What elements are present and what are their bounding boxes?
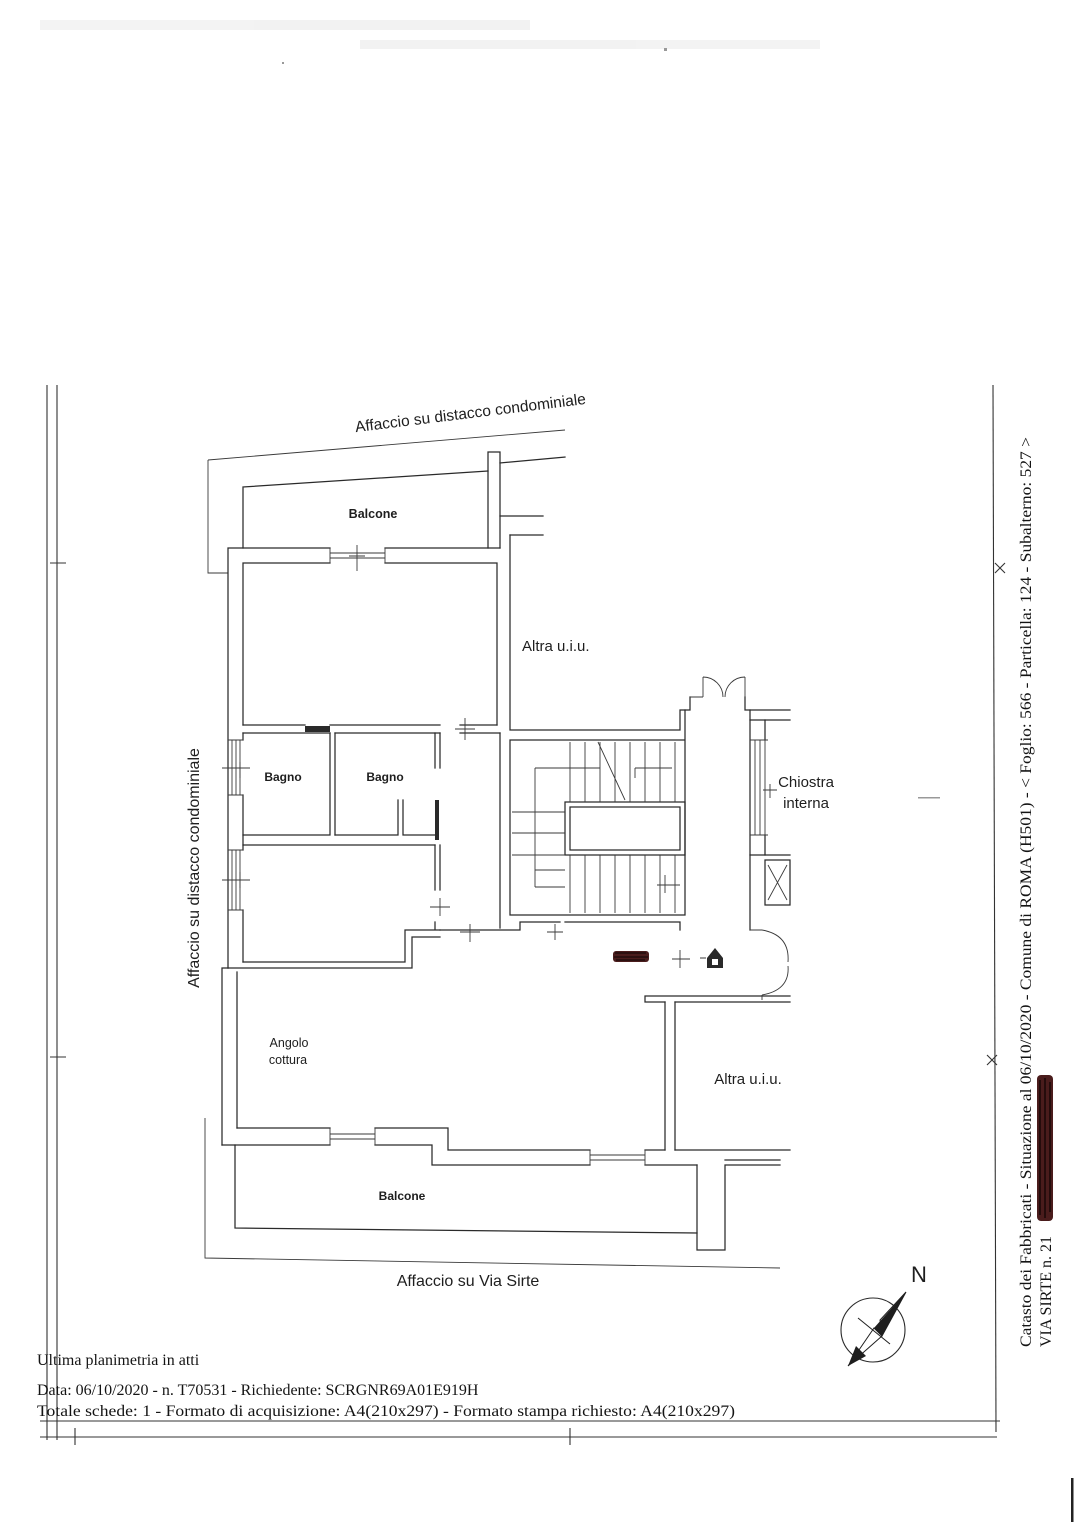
bedroom-2-walls [227, 844, 441, 969]
compass-tail [848, 1346, 866, 1366]
stairwell-outline [509, 709, 686, 916]
bedroom-bottom-wall [242, 724, 501, 734]
frame-cross-ticks [986, 562, 1006, 1066]
label-affaccio-left: Affaccio su distacco condominiale [186, 748, 203, 988]
label-angolo-1: Angolo [270, 1036, 309, 1050]
label-balcone-top: Balcone [349, 507, 398, 521]
bagno-2-door [435, 800, 439, 840]
bottom-column [696, 1159, 781, 1251]
corridor-bottom-wall [439, 921, 681, 931]
compass-needle-light [847, 1291, 907, 1367]
sheet-frame [40, 384, 1006, 1445]
stair-treads-lower [569, 855, 676, 913]
label-altra-uiu-upper: Altra u.i.u. [522, 638, 590, 655]
top-balcony-wall [242, 456, 566, 549]
label-bagno-1: Bagno [264, 770, 301, 784]
landing-bottom-wall [644, 995, 791, 1003]
label-balcone-bottom: Balcone [379, 1189, 426, 1203]
bedroom-window [329, 548, 386, 563]
bottom-boundary-line [204, 1118, 781, 1269]
landing-scribble-strokes [614, 952, 648, 961]
left-window-upper [228, 739, 243, 796]
wall-stubs [499, 515, 544, 536]
footer-line-3: Totale schede: 1 - Formato di acquisizio… [37, 1403, 735, 1420]
compass-needle-dark [874, 1292, 906, 1336]
scan-speck [918, 797, 940, 799]
stair-well-void [564, 801, 686, 856]
kitchen-bottom-wall [221, 1127, 698, 1166]
stair-direction-line [597, 741, 680, 886]
label-chiostra-2: interna [783, 795, 830, 812]
stair-treads-left [512, 767, 600, 888]
top-boundary-line [207, 429, 566, 574]
scan-edge-mark [1071, 1478, 1074, 1522]
label-affaccio-top: Affaccio su distacco condominiale [354, 391, 587, 436]
scan-header-artifact [40, 20, 820, 49]
label-bagno-2: Bagno [366, 770, 403, 784]
shaft-cross [767, 864, 788, 901]
footer-line-1: Ultima planimetria in atti [37, 1352, 200, 1369]
house-icon-door [712, 959, 718, 965]
chiostra-window [750, 739, 768, 836]
kitchen-wall-outer [221, 967, 229, 1146]
chiostra-left-wall [749, 709, 766, 931]
chiostra-top-wall [744, 696, 791, 721]
north-label: N [911, 1262, 927, 1287]
footer-line-2: Data: 06/10/2020 - n. T70531 - Richieden… [37, 1382, 479, 1399]
bedroom-wall-inner [242, 562, 498, 726]
side-strip: Catasto dei Fabbricati - Situazione al 0… [1018, 437, 1055, 1347]
kitchen-window-right [589, 1150, 646, 1165]
bagno-1-walls [242, 732, 436, 846]
shaft-box [749, 854, 791, 906]
label-chiostra-1: Chiostra [778, 774, 835, 791]
scan-specks [282, 48, 1074, 1522]
scan-speck [282, 62, 284, 64]
kitchen-window-left [329, 1128, 376, 1145]
frame-ticks [50, 562, 571, 1445]
scan-header-line [40, 20, 530, 30]
scan-speck [664, 48, 667, 51]
stair-treads-upper [569, 742, 676, 802]
label-angolo-2: cottura [269, 1053, 307, 1067]
frame-right [992, 384, 997, 1433]
door-crosshair-marks [222, 545, 777, 968]
compass-circle [840, 1297, 906, 1363]
house-icon [707, 948, 723, 968]
altra-uiu-boundary-upper [509, 534, 691, 731]
door-leaf [305, 726, 330, 732]
entrance-double-door [690, 676, 746, 698]
bagno-2-walls [334, 732, 441, 836]
house-icon-shape [707, 948, 723, 968]
address-redaction-strokes [1039, 1078, 1051, 1218]
north-arrow-icon: N [840, 1262, 927, 1367]
compass-crossbar [857, 1317, 891, 1345]
scan-header-line [360, 40, 820, 49]
label-affaccio-bottom: Affaccio su Via Sirte [397, 1273, 540, 1290]
wall-pillar [487, 451, 501, 549]
label-altra-uiu-lower: Altra u.i.u. [714, 1071, 782, 1088]
address-line: VIA SIRTE n. 21 [1038, 1236, 1055, 1347]
kitchen-right-wall [664, 1001, 676, 1151]
floor-plan: Affaccio su distacco condominiale Balcon… [186, 391, 835, 1290]
bottom-balcony-edge [234, 1144, 698, 1234]
cadastre-reference: Catasto dei Fabbricati - Situazione al 0… [1018, 437, 1035, 1347]
footer: Ultima planimetria in atti Data: 06/10/2… [37, 1352, 735, 1420]
bedroom-wall-outer [227, 547, 501, 969]
lower-double-door [750, 929, 789, 1000]
